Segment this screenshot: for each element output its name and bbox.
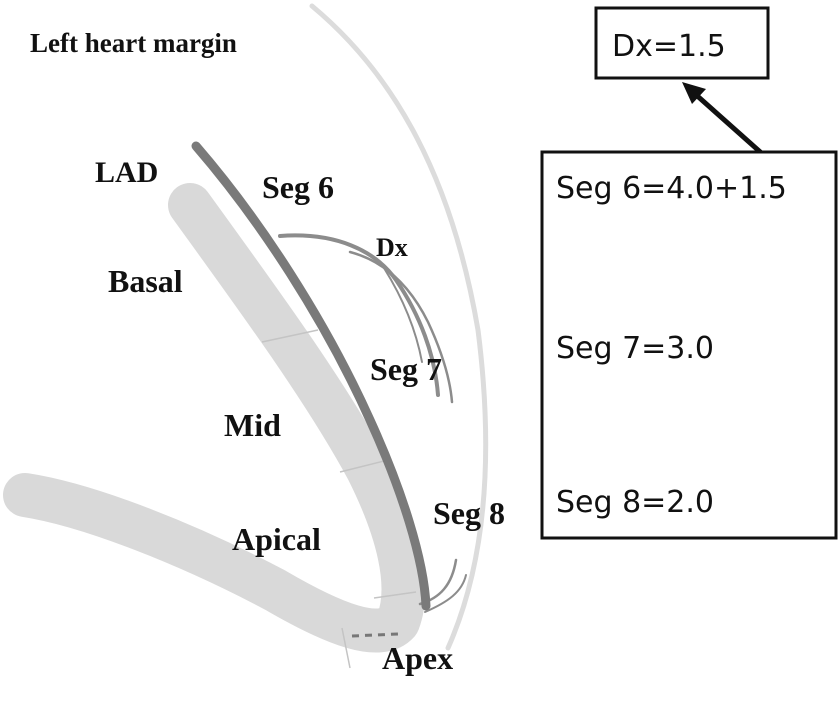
- boundary-basal-mid: [261, 329, 319, 343]
- dx-branch-1: [278, 233, 440, 397]
- left-heart-margin-label: Left heart margin: [30, 28, 237, 58]
- apical-branch-2: [424, 574, 467, 613]
- boundary-mid-apical: [339, 459, 389, 473]
- seg7-label: Seg 7: [370, 351, 442, 387]
- dx-branch-3: [383, 267, 423, 363]
- boundary-apical-apex: [373, 591, 417, 599]
- dx-value-box: [594, 6, 770, 80]
- seg6-label: Seg 6: [262, 169, 334, 205]
- apical-label: Apical: [232, 521, 321, 557]
- basal-label: Basal: [108, 263, 183, 299]
- dx-label: Dx: [376, 233, 408, 262]
- lad-vessel: [191, 141, 431, 611]
- seg7-score-text: Seg 7=3.0: [556, 331, 714, 366]
- seg6-score-text: Seg 6=4.0+1.5: [556, 171, 787, 206]
- segment-scores-box: [540, 150, 838, 540]
- dx-branch-2: [348, 250, 454, 404]
- lad-label: LAD: [95, 156, 158, 189]
- seg8-label: Seg 8: [433, 495, 505, 531]
- heart-margin-line: [309, 3, 489, 651]
- mid-label: Mid: [224, 407, 281, 443]
- arrow-head-icon: [682, 82, 706, 104]
- boundary-apex: [341, 627, 351, 669]
- dx-value-text: Dx=1.5: [612, 29, 726, 64]
- ventricle-wall: [3, 183, 426, 653]
- apex-label: Apex: [382, 640, 453, 676]
- seg8-score-text: Seg 8=2.0: [556, 485, 714, 520]
